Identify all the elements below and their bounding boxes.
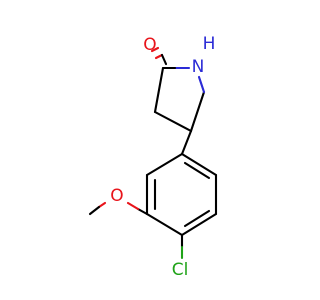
bond-methoxy-o-to-ch3-red bbox=[97, 201, 107, 209]
bond-aryl-1-2 bbox=[145, 152, 184, 177]
bond-aryl-to-methoxy-o bbox=[126, 201, 140, 211]
bond-aryl-inner-2 bbox=[183, 209, 211, 228]
bond-aryl-3-4 bbox=[145, 212, 184, 237]
bond-aryl-inner-3 bbox=[183, 161, 211, 180]
atom-label-nitrogen-hydrogen: H bbox=[203, 34, 216, 54]
atom-label-nitrogen: N bbox=[192, 57, 205, 77]
bond-ch-to-aryl bbox=[180, 129, 193, 156]
bond-carbonyl-double-1 bbox=[154, 53, 164, 60]
bond-aryl-to-methoxy-o-dark bbox=[136, 207, 149, 216]
atom-label-methoxy-oxygen: O bbox=[110, 186, 123, 206]
bond-methoxy-o-to-ch3 bbox=[88, 205, 101, 216]
molecule-canvas: O N H O Cl bbox=[88, 34, 218, 280]
atom-label-chlorine: Cl bbox=[172, 260, 189, 280]
bond-carbonyl-c-to-ch2 bbox=[153, 66, 165, 114]
bond-aryl-4-5 bbox=[180, 212, 218, 237]
bond-ch2-to-n bbox=[197, 75, 206, 94]
molecule-structure: O N H O Cl bbox=[88, 34, 218, 280]
atom-label-carbonyl-oxygen: O bbox=[143, 35, 156, 55]
bond-carbonyl-double-2 bbox=[150, 46, 160, 53]
bond-aryl-6-1 bbox=[180, 152, 218, 177]
bond-ch2-to-ch bbox=[153, 110, 193, 133]
bond-ch-to-ch2-n bbox=[189, 90, 206, 133]
bond-carbonyl-double-1-dark bbox=[160, 53, 168, 66]
